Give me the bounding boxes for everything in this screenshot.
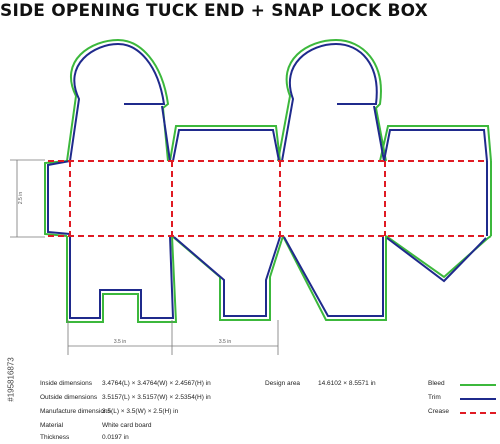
- spec-row-outside: Outside dimensions 3.5157(L) × 3.5157(W)…: [0, 394, 500, 404]
- spec-label: Thickness: [40, 434, 70, 441]
- spec-value: 3.5157(L) × 3.5157(W) × 2.5354(H) in: [102, 394, 211, 401]
- spec-value: 0.0197 in: [102, 434, 129, 441]
- bleed-right-top-tab: [277, 38, 387, 162]
- trim-right-top-tab: [281, 42, 378, 162]
- width-dimension-label-1: 3.5 in: [114, 339, 126, 345]
- bleed-top-edge: [169, 125, 492, 162]
- spec-label: Material: [40, 422, 64, 429]
- trim-left-top-tab: [69, 42, 166, 162]
- design-area-label: Design area: [265, 380, 301, 387]
- spec-row-inside: Inside dimensions 3.4764(L) × 3.4764(W) …: [0, 380, 500, 390]
- trim-left-top-tab-side: [161, 105, 171, 162]
- trim-outline: [47, 42, 488, 319]
- spec-value: 3.4764(L) × 3.4764(W) × 2.4567(H) in: [102, 380, 211, 387]
- spec-label: Manufacture dimensions: [40, 408, 111, 415]
- bleed-left-glue: [44, 160, 68, 237]
- spec-label: Outside dimensions: [40, 394, 98, 401]
- page-title: SIDE OPENING TUCK END + SNAP LOCK BOX: [0, 1, 428, 21]
- spec-row-material: Material White card board: [0, 422, 500, 432]
- trim-left-glue: [47, 160, 71, 235]
- spec-value: White card board: [102, 422, 152, 429]
- width-dimension-label-2: 3.5 in: [219, 339, 231, 345]
- spec-value: 3.5(L) × 3.5(W) × 2.5(H) in: [102, 408, 179, 415]
- dieline-diagram: 2.5 in 3.5 in 3.5 in: [10, 38, 492, 355]
- legend-label-crease: Crease: [428, 408, 449, 415]
- spec-label: Inside dimensions: [40, 380, 93, 387]
- bleed-outline: [44, 38, 492, 323]
- legend-swatch-crease: [460, 412, 496, 414]
- design-area-value: 14.6102 × 8.5571 in: [318, 380, 376, 387]
- spec-row-thickness: Thickness 0.0197 in: [0, 434, 500, 444]
- bleed-left-top-tab: [66, 38, 170, 162]
- bleed-bottom: [66, 235, 492, 323]
- spec-row-manufacture: Manufacture dimensions 3.5(L) × 3.5(W) ×…: [0, 408, 500, 418]
- legend-swatch-trim: [460, 398, 496, 400]
- height-dimension-label: 2.5 in: [18, 192, 24, 204]
- specs-table: Inside dimensions 3.4764(L) × 3.4764(W) …: [0, 376, 500, 443]
- legend-swatch-bleed: [460, 384, 496, 386]
- trim-bottom: [69, 235, 487, 319]
- crease-lines: [48, 160, 487, 237]
- dimension-lines: [10, 159, 279, 355]
- legend-label-bleed: Bleed: [428, 380, 445, 387]
- trim-top-panels: [172, 129, 488, 162]
- trim-right-top-tab-side: [373, 105, 385, 162]
- legend-label-trim: Trim: [428, 394, 441, 401]
